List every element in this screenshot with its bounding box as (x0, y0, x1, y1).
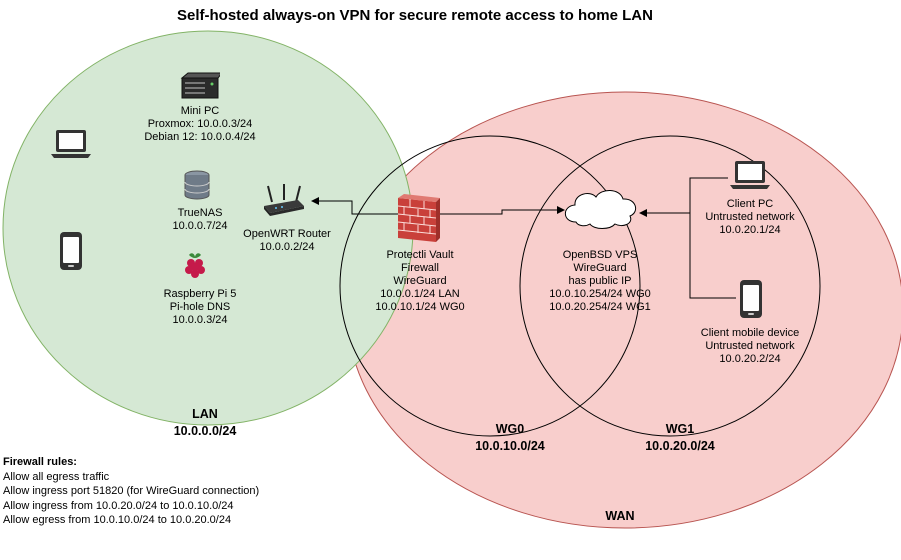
firewall-rule-item: Allow egress from 10.0.10.0/24 to 10.0.2… (3, 514, 232, 526)
firewall-wg0-ip: 10.0.10.1/24 WG0 (375, 301, 465, 313)
firewall-to-router-connector (311, 197, 398, 215)
lan-zone-subnet: 10.0.0.0/24 (173, 424, 237, 438)
client-mobile-ip: 10.0.20.2/24 (719, 353, 781, 365)
wg0-circle (339, 135, 641, 437)
raspberry-pi-icon (185, 253, 205, 278)
firewall-rule-item: Allow ingress port 51820 (for WireGuard … (3, 485, 260, 497)
vps-name: OpenBSD VPS (562, 249, 638, 261)
firewall-rules: Firewall rules: Allow all egress traffic… (3, 455, 259, 528)
router-name: OpenWRT Router (243, 228, 331, 240)
wan-name: WAN (605, 509, 635, 523)
firewall-rule-item: Allow ingress from 10.0.20.0/24 to 10.0.… (3, 499, 234, 512)
client-mobile-label: Client mobile device Untrusted network 1… (670, 327, 830, 366)
client-pc-to-vps-connector (639, 177, 728, 217)
client-mobile-name: Client mobile device (700, 327, 800, 339)
vps-label: OpenBSD VPS WireGuard has public IP 10.0… (525, 249, 675, 314)
wg1-circle (519, 135, 821, 437)
server-icon (180, 72, 220, 99)
wg1-subnet: 10.0.20.0/24 (645, 439, 715, 453)
diagram-title: Self-hosted always-on VPN for secure rem… (177, 7, 653, 24)
wan-zone-label: WAN (580, 508, 660, 525)
vps-wg0-ip: 10.0.10.254/24 WG0 (549, 288, 651, 300)
database-icon (184, 170, 210, 200)
raspberry-pi-role: Pi-hole DNS (169, 301, 231, 313)
client-pc-ip: 10.0.20.1/24 (719, 224, 781, 236)
firewall-to-vps-connector (440, 206, 565, 215)
mini-pc-debian-ip: Debian 12: 10.0.0.4/24 (144, 131, 256, 143)
firewall-label: Protectli Vault Firewall WireGuard 10.0.… (345, 249, 495, 314)
cloud-icon (564, 190, 637, 229)
firewall-rule-item: Allow all egress traffic (3, 470, 110, 483)
truenas-ip: 10.0.0.7/24 (172, 220, 228, 232)
firewall-lan-ip: 10.0.0.1/24 LAN (380, 288, 460, 300)
mini-pc-proxmox-ip: Proxmox: 10.0.0.3/24 (147, 118, 253, 130)
wg1-name: WG1 (665, 422, 695, 436)
firewall-role: Firewall (401, 262, 439, 274)
vps-vpn: WireGuard (573, 262, 627, 274)
firewall-vpn: WireGuard (393, 275, 447, 287)
firewall-rules-heading: Firewall rules: (3, 456, 77, 468)
mobile-to-vps-connector (689, 213, 736, 299)
truenas-label: TrueNAS 10.0.0.7/24 (130, 207, 270, 233)
truenas-name: TrueNAS (177, 207, 223, 219)
mobile-phone-icon (740, 280, 762, 318)
firewall-name: Protectli Vault (386, 249, 454, 261)
mini-pc-label: Mini PC Proxmox: 10.0.0.3/24 Debian 12: … (130, 105, 270, 144)
raspberry-pi-label: Raspberry Pi 5 Pi-hole DNS 10.0.0.3/24 (130, 288, 270, 327)
wg1-zone-label: WG1 10.0.20.0/24 (620, 421, 740, 455)
raspberry-pi-name: Raspberry Pi 5 (163, 288, 237, 300)
vps-public-ip-note: has public IP (568, 275, 632, 287)
laptop-icon (730, 161, 770, 189)
vps-wg1-ip: 10.0.20.254/24 WG1 (549, 301, 651, 313)
mini-pc-name: Mini PC (180, 105, 220, 117)
lan-zone-name: LAN (192, 407, 218, 421)
router-label: OpenWRT Router 10.0.0.2/24 (222, 228, 352, 254)
wg0-name: WG0 (495, 422, 525, 436)
wg0-zone-label: WG0 10.0.10.0/24 (450, 421, 570, 455)
router-icon (264, 184, 304, 216)
client-mobile-network: Untrusted network (705, 340, 795, 352)
mobile-phone-icon (60, 232, 82, 270)
firewall-icon (397, 194, 440, 242)
client-pc-network: Untrusted network (705, 211, 795, 223)
wg0-subnet: 10.0.10.0/24 (475, 439, 545, 453)
client-pc-label: Client PC Untrusted network 10.0.20.1/24 (680, 198, 820, 237)
raspberry-pi-ip: 10.0.0.3/24 (172, 314, 228, 326)
lan-zone-label: LAN 10.0.0.0/24 (140, 406, 270, 440)
laptop-icon (51, 130, 91, 158)
router-ip: 10.0.0.2/24 (259, 241, 315, 253)
client-pc-name: Client PC (726, 198, 774, 210)
